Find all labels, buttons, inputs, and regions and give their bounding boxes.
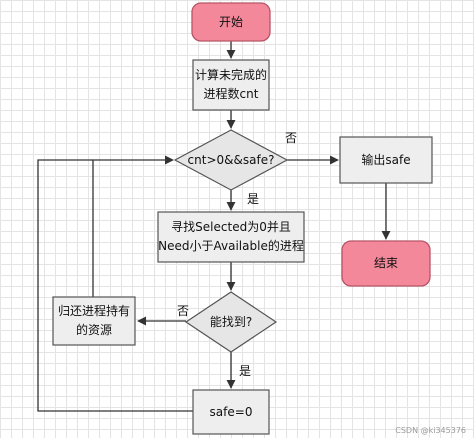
output-process-box [339,136,433,184]
edge-label-no-found: 否 [177,304,190,318]
release-process-box [52,296,136,346]
watermark: CSDN @ki345376 [395,426,466,435]
edge-reset-loop [37,159,193,412]
edge-label-no-condition: 否 [285,131,298,145]
edge-label-yes-condition: 是 [247,192,260,206]
reset-process-box [192,389,270,435]
count-process-box [192,59,270,111]
edges [37,41,391,412]
condition-decision [173,129,289,191]
end-terminal [341,240,431,287]
start-terminal [191,2,271,42]
find-process-box [157,211,305,263]
edge-label-yes-found: 是 [239,364,252,378]
found-decision [184,291,278,353]
